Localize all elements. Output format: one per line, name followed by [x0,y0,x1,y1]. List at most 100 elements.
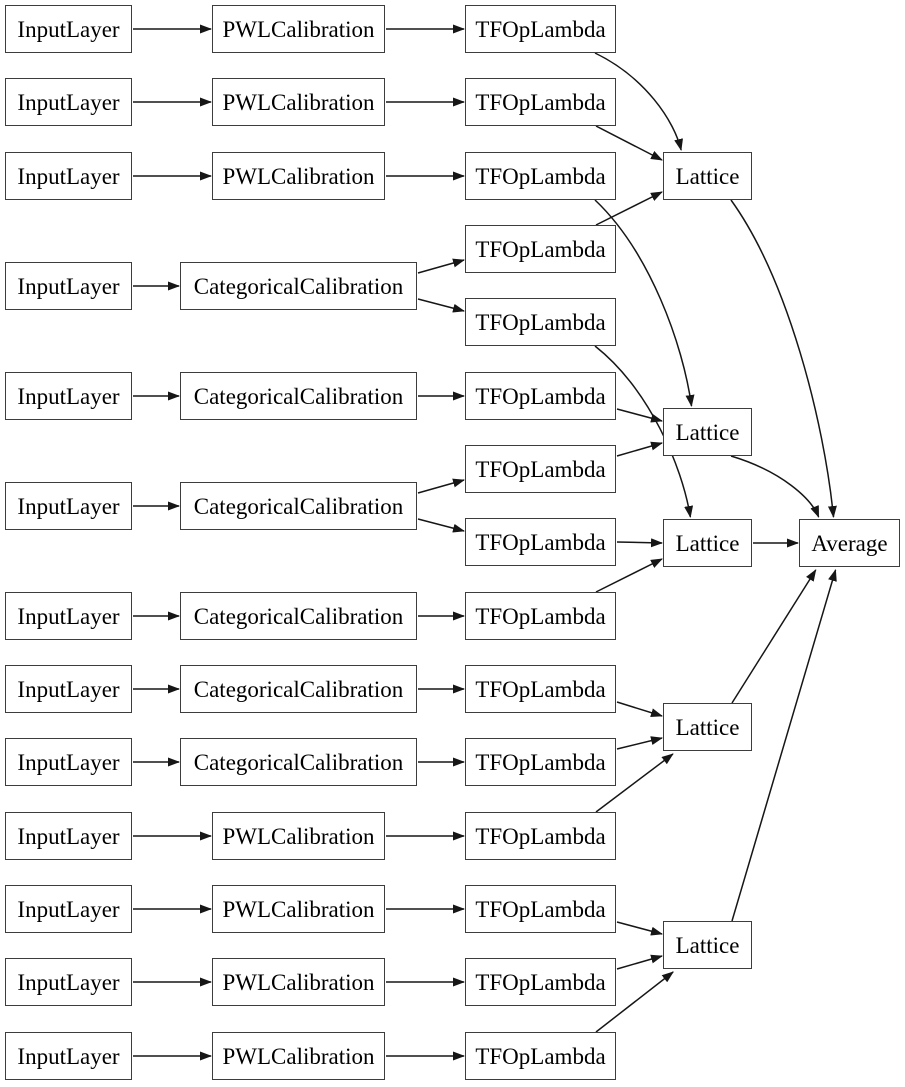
node-cat3: CategoricalCalibration [180,482,417,530]
edge-cat1-tf4 [417,258,465,274]
edge-tf2-lat1 [595,125,663,161]
node-label: PWLCalibration [222,16,375,42]
node-label: InputLayer [17,273,120,299]
node-lat3: Lattice [663,519,752,567]
node-label: InputLayer [17,896,120,922]
edge-lat4-avg [731,569,817,704]
node-label: TFOpLambda [475,236,606,262]
node-tf9: TFOpLambda [465,592,616,640]
node-pwl5: PWLCalibration [212,885,385,933]
node-label: Lattice [675,714,740,740]
node-lat5: Lattice [663,921,752,969]
node-label: TFOpLambda [475,383,606,409]
node-cat1: CategoricalCalibration [180,262,417,310]
node-tf12: TFOpLambda [465,812,616,860]
node-label: CategoricalCalibration [193,273,404,299]
node-label: TFOpLambda [475,163,606,189]
node-label: InputLayer [17,969,120,995]
node-tf15: TFOpLambda [465,1032,616,1080]
node-label: TFOpLambda [475,969,606,995]
node-label: TFOpLambda [475,309,606,335]
node-avg: Average [799,519,900,567]
node-pwl2: PWLCalibration [212,78,385,126]
edge-tf4-lat1 [595,191,663,226]
edge-tf3-lat2 [594,199,695,407]
node-tf5: TFOpLambda [465,298,616,346]
node-tf10: TFOpLambda [465,665,616,713]
node-label: InputLayer [17,603,120,629]
node-label: PWLCalibration [222,89,375,115]
node-label: InputLayer [17,823,120,849]
node-label: InputLayer [17,749,120,775]
node-label: TFOpLambda [475,1043,606,1069]
node-tf1: TFOpLambda [465,5,616,53]
node-label: Lattice [675,932,740,958]
edge-tf13-lat5 [616,921,663,936]
edge-tf15-lat5 [595,971,674,1033]
node-lat4: Lattice [663,703,752,751]
node-tf14: TFOpLambda [465,958,616,1006]
node-label: CategoricalCalibration [193,676,404,702]
node-label: TFOpLambda [475,603,606,629]
node-in12: InputLayer [5,958,132,1006]
node-in10: InputLayer [5,812,132,860]
node-label: InputLayer [17,16,120,42]
node-in4: InputLayer [5,262,132,310]
node-label: InputLayer [17,1043,120,1069]
node-label: Lattice [675,530,740,556]
node-in5: InputLayer [5,372,132,420]
node-tf4: TFOpLambda [465,225,616,273]
edge-tf11-lat4 [616,736,663,750]
edge-lat1-avg [730,199,837,518]
node-in2: InputLayer [5,78,132,126]
edge-lat2-avg [730,455,820,518]
node-label: TFOpLambda [475,16,606,42]
node-label: InputLayer [17,383,120,409]
node-label: Lattice [675,163,740,189]
node-label: TFOpLambda [475,896,606,922]
node-label: PWLCalibration [222,823,375,849]
node-pwl4: PWLCalibration [212,812,385,860]
node-in6: InputLayer [5,482,132,530]
node-in9: InputLayer [5,738,132,786]
node-label: PWLCalibration [222,896,375,922]
node-label: Average [811,530,888,556]
edge-cat3-tf7 [417,478,465,494]
node-cat5: CategoricalCalibration [180,665,417,713]
node-lat2: Lattice [663,408,752,456]
edge-tf14-lat5 [616,954,663,970]
node-pwl1: PWLCalibration [212,5,385,53]
node-tf13: TFOpLambda [465,885,616,933]
node-lat1: Lattice [663,152,752,200]
node-label: TFOpLambda [475,823,606,849]
node-in13: InputLayer [5,1032,132,1080]
node-cat2: CategoricalCalibration [180,372,417,420]
edge-tf5-lat3 [594,345,694,518]
edge-cat3-tf8 [417,518,465,533]
node-tf7: TFOpLambda [465,445,616,493]
edge-lat5-avg [731,569,837,922]
edge-tf7-lat2 [616,441,663,457]
node-label: PWLCalibration [222,163,375,189]
edge-tf1-lat1 [594,52,683,151]
node-label: CategoricalCalibration [193,749,404,775]
node-label: TFOpLambda [475,529,606,555]
node-pwl7: PWLCalibration [212,1032,385,1080]
node-tf3: TFOpLambda [465,152,616,200]
node-tf2: TFOpLambda [465,78,616,126]
node-label: PWLCalibration [222,969,375,995]
edge-tf10-lat4 [616,701,663,718]
node-in1: InputLayer [5,5,132,53]
node-label: TFOpLambda [475,456,606,482]
node-label: TFOpLambda [475,89,606,115]
node-label: PWLCalibration [222,1043,375,1069]
node-label: CategoricalCalibration [193,603,404,629]
node-label: InputLayer [17,89,120,115]
node-label: CategoricalCalibration [193,383,404,409]
node-label: CategoricalCalibration [193,493,404,519]
edge-cat1-tf5 [417,298,465,313]
edge-tf9-lat3 [595,558,663,593]
node-in11: InputLayer [5,885,132,933]
